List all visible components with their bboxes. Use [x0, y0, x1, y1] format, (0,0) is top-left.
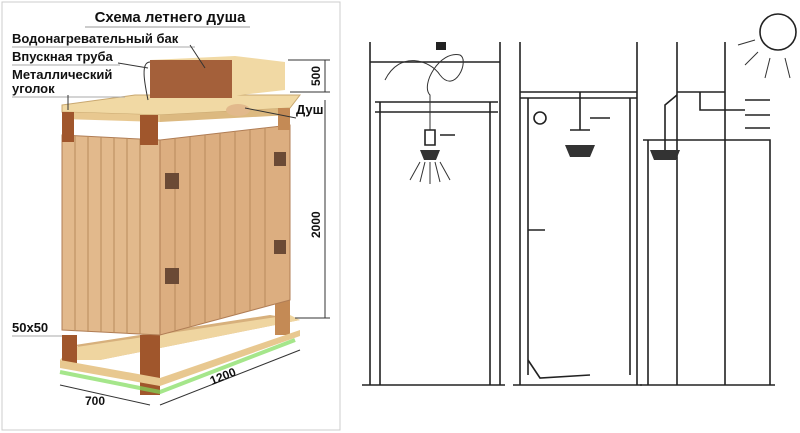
- shower-head-icon: [420, 150, 440, 160]
- sketch-shower-lever: [513, 42, 642, 386]
- heating-coil: [699, 92, 770, 129]
- front-leg: [140, 335, 160, 395]
- dim-height: 2000: [309, 211, 323, 238]
- dim-width: 700: [85, 394, 105, 408]
- label-corner-2: уголок: [12, 81, 55, 96]
- label-inlet-pipe: Впускная труба: [12, 49, 114, 64]
- roof-frame: [61, 94, 302, 145]
- floor: [59, 300, 300, 395]
- sketch-shower-hose: [362, 42, 505, 386]
- shower-head-icon: [565, 145, 595, 157]
- inlet-pipe: [143, 61, 151, 101]
- hinge: [165, 173, 179, 189]
- sketch-solar-heated-shower: [640, 13, 797, 386]
- dim-tank-height: 500: [309, 66, 323, 86]
- shower-head: [226, 104, 250, 116]
- grass: [59, 338, 296, 395]
- label-tank: Водонагревательный бак: [12, 31, 179, 46]
- hinge: [274, 152, 286, 166]
- labels: Водонагревательный бак Впускная труба Ме…: [12, 31, 324, 337]
- label-post: 50x50: [12, 320, 48, 335]
- sun-icon: [759, 13, 797, 51]
- diagram-title: Схема летнего душа: [95, 9, 247, 26]
- shower-head-icon: [650, 150, 680, 160]
- hinge: [274, 240, 286, 254]
- hinge: [165, 268, 179, 284]
- hose: [384, 54, 464, 130]
- wall-panels: [61, 124, 291, 336]
- label-corner-1: Металлический: [12, 67, 112, 82]
- water-tank: [143, 56, 285, 101]
- label-shower: Душ: [296, 102, 324, 117]
